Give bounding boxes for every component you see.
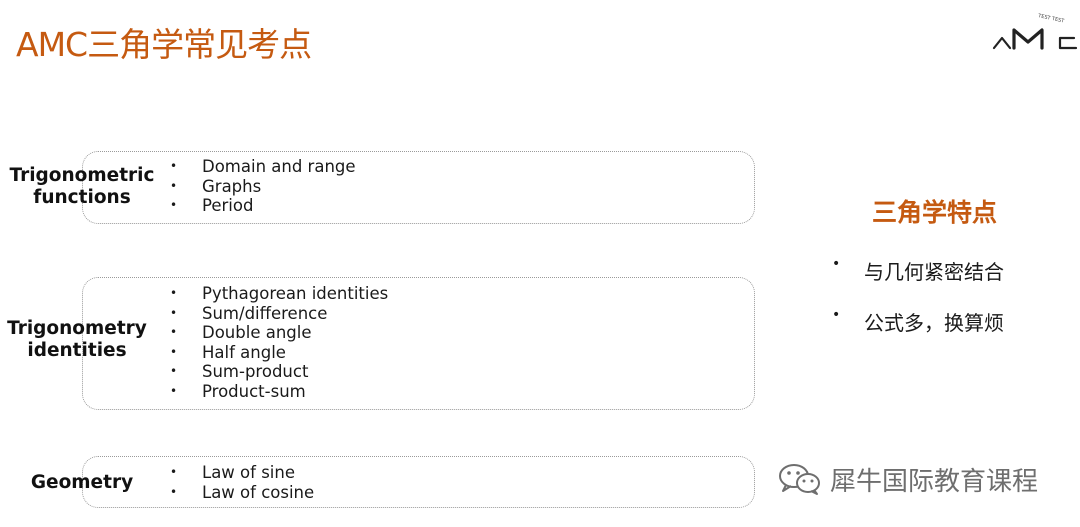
list-item: Half angle: [168, 343, 388, 363]
list-item: Law of sine: [168, 463, 314, 483]
watermark: 犀牛国际教育课程: [778, 461, 1038, 497]
logo-tagline: TEST TEST: [1037, 13, 1066, 25]
list-item: 公式多，换算烦: [830, 307, 1004, 335]
section-box-identities: [82, 277, 755, 410]
section-label-geometry: Geometry: [30, 472, 134, 493]
wechat-icon: [779, 464, 820, 495]
page-title: AMC三角学常见考点: [16, 25, 312, 64]
list-item: Sum-product: [168, 362, 388, 382]
amc-logo-icon: TEST TEST: [992, 13, 1078, 50]
list-item: Sum/difference: [168, 304, 388, 324]
topic-list-geometry: Law of sine Law of cosine: [168, 463, 314, 502]
list-item: Double angle: [168, 323, 388, 343]
section-label-functions: Trigonometric functions: [9, 165, 155, 208]
list-item: Period: [168, 196, 356, 216]
list-item: Domain and range: [168, 157, 356, 177]
list-item: Graphs: [168, 177, 356, 197]
section-box-functions: [82, 151, 755, 224]
list-item: Pythagorean identities: [168, 284, 388, 304]
list-item: Law of cosine: [168, 483, 314, 503]
list-item: 与几何紧密结合: [830, 256, 1004, 284]
features-title: 三角学特点: [872, 198, 998, 227]
section-label-identities: Trigonometry identities: [7, 318, 147, 361]
list-item: Product-sum: [168, 382, 388, 402]
features-list: 与几何紧密结合 公式多，换算烦: [830, 256, 1004, 358]
topic-list-functions: Domain and range Graphs Period: [168, 157, 356, 216]
topic-list-identities: Pythagorean identities Sum/difference Do…: [168, 284, 388, 402]
section-box-geometry: [82, 456, 755, 508]
watermark-text: 犀牛国际教育课程: [830, 466, 1039, 497]
